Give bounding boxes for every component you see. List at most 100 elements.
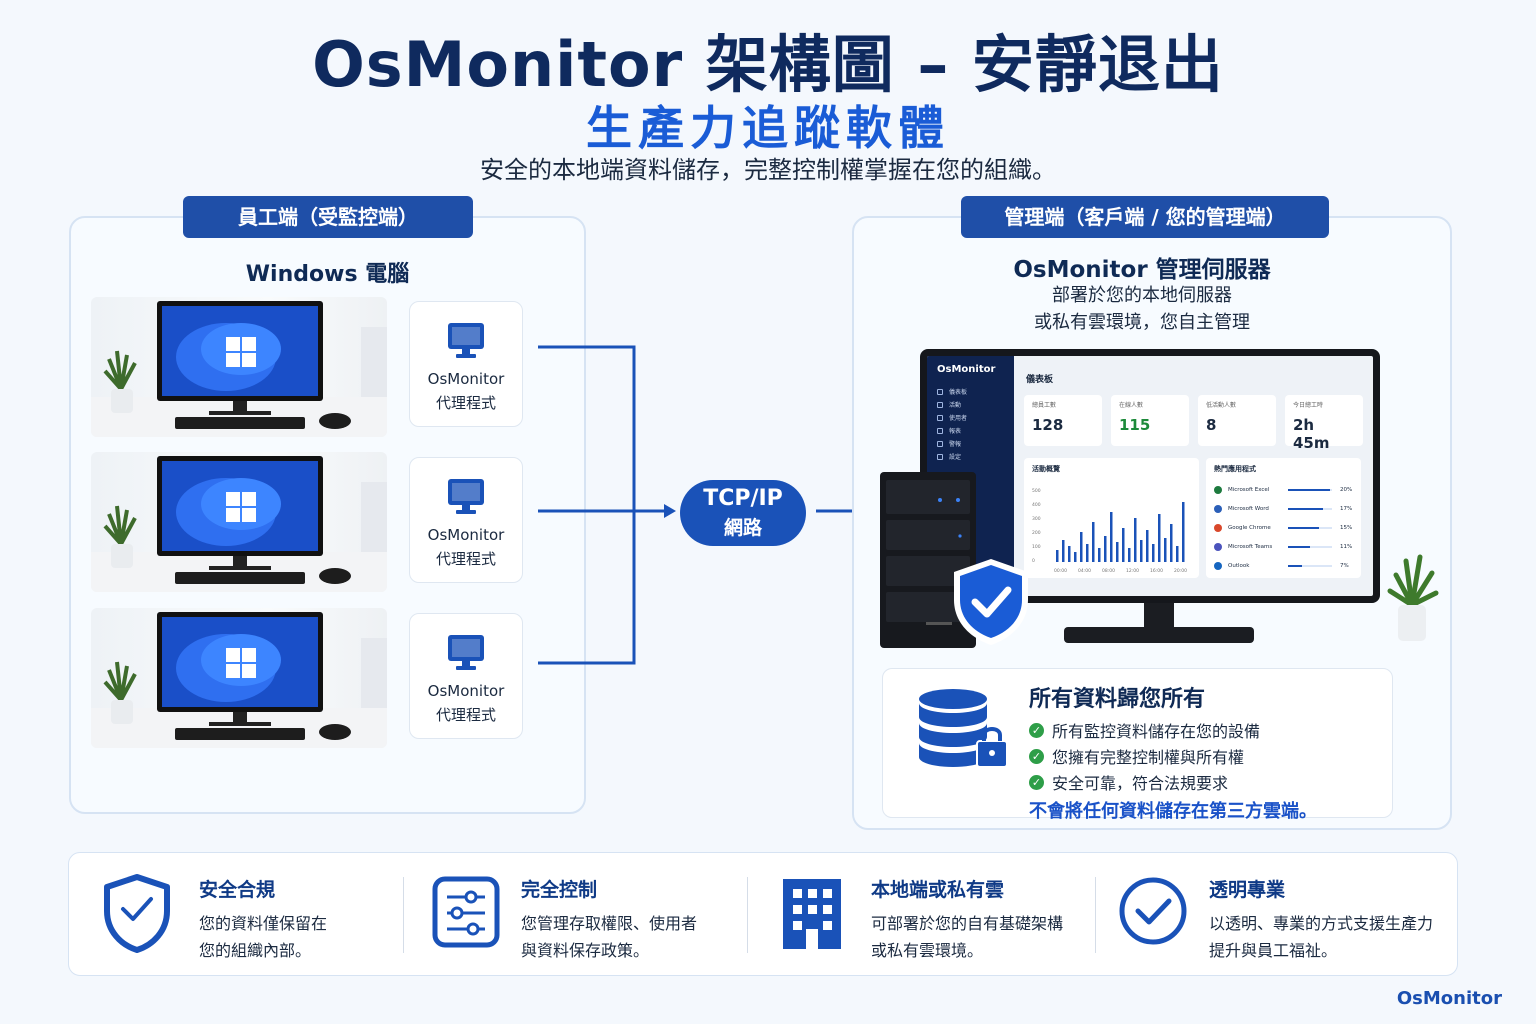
check-icon: ✓ <box>1029 723 1044 738</box>
app-name: Google Chrome <box>1228 525 1288 531</box>
network-label: 網路 <box>680 513 806 540</box>
activity-bar <box>1170 524 1173 562</box>
activity-bar <box>1164 538 1167 562</box>
pc-photo <box>91 608 387 748</box>
tcp-label: TCP/IP <box>680 486 806 511</box>
ownership-point: ✓您擁有完整控制權與所有權 <box>1029 743 1317 769</box>
apps-title: 熱門應用程式 <box>1214 464 1361 474</box>
menu-item[interactable]: 設定 <box>937 450 1014 463</box>
activity-bars: 500 400 300 200 100 0 00:00 04:00 08:00 … <box>1024 474 1199 578</box>
outlook-icon <box>1214 562 1222 570</box>
activity-bar <box>1086 544 1089 562</box>
app-pct: 11% <box>1340 544 1352 550</box>
activity-bar <box>1068 546 1071 562</box>
data-ownership-card: 所有資料歸您所有 ✓所有監控資料儲存在您的設備 ✓您擁有完整控制權與所有權 ✓安… <box>882 668 1393 818</box>
feature-divider <box>1095 877 1096 953</box>
app-usage-fill <box>1288 489 1330 491</box>
y-tick: 0 <box>1032 558 1035 564</box>
windows-pc-icon <box>91 452 387 592</box>
menu-label: 報表 <box>949 426 961 435</box>
feature-transparency <box>1117 875 1189 951</box>
x-tick: 12:00 <box>1126 568 1139 574</box>
activity-bar <box>1056 550 1059 562</box>
agent-card-1: OsMonitor 代理程式 <box>409 301 523 427</box>
menu-item[interactable]: 活動 <box>937 398 1014 411</box>
building-icon <box>777 877 847 951</box>
monitor-stand <box>1064 603 1254 645</box>
feature-divider <box>747 877 748 953</box>
menu-item[interactable]: 報表 <box>937 424 1014 437</box>
menu-item[interactable]: 使用者 <box>937 411 1014 424</box>
menu-icon <box>937 454 943 460</box>
dashboard-heading: 儀表板 <box>1026 372 1373 385</box>
app-usage-bar <box>1288 489 1332 491</box>
feature-title: 透明專業 <box>1209 875 1433 902</box>
point-text: 所有監控資料儲存在您的設備 <box>1052 718 1260 742</box>
app-pct: 15% <box>1340 525 1352 531</box>
activity-bar <box>1158 514 1161 562</box>
app-usage-bar <box>1288 527 1332 529</box>
y-tick: 500 <box>1032 488 1041 494</box>
windows-pc-icon <box>91 297 387 437</box>
activity-bar <box>1080 532 1083 562</box>
excel-icon <box>1214 486 1222 494</box>
activity-bar <box>1062 540 1065 562</box>
agent-name: OsMonitor <box>410 682 522 700</box>
feature-title: 安全合規 <box>199 875 327 902</box>
check-icon: ✓ <box>1029 749 1044 764</box>
app-usage-bar <box>1288 565 1332 567</box>
menu-item[interactable]: 儀表板 <box>937 385 1014 398</box>
shield-check-icon <box>950 556 1032 648</box>
connector-bracket <box>538 347 634 663</box>
shield-icon <box>101 873 173 953</box>
agent-card-2: OsMonitor 代理程式 <box>409 457 523 583</box>
menu-label: 活動 <box>949 400 961 409</box>
menu-icon <box>937 415 943 421</box>
activity-bar <box>1182 502 1185 562</box>
app-usage-fill <box>1288 527 1319 529</box>
feature-title: 完全控制 <box>521 875 697 902</box>
plant-icon <box>1382 545 1442 645</box>
menu-item[interactable]: 警報 <box>937 437 1014 450</box>
activity-bar <box>1128 548 1131 562</box>
check-icon: ✓ <box>1029 775 1044 790</box>
menu-icon <box>937 441 943 447</box>
employee-pill: 員工端（受監控端） <box>183 196 473 238</box>
ownership-points: ✓ 所有監控資料儲存在您的設備 ✓您擁有完整控制權與所有權 ✓ 安全可靠，符合法規要… <box>1029 717 1317 795</box>
footer-brand-logo: OsMonitor <box>1397 988 1502 1009</box>
chart-title: 活動概覽 <box>1032 464 1199 474</box>
ownership-point: ✓ 安全可靠，符合法規要求 <box>1029 769 1317 795</box>
arrow-head-left <box>664 504 676 518</box>
app-name: Microsoft Excel <box>1228 487 1288 493</box>
app-name: Microsoft Teams <box>1228 544 1288 550</box>
feature-desc-1: 可部署於您的自有基礎架構 <box>871 910 1063 937</box>
app-row: Google Chrome 15% <box>1214 518 1361 537</box>
chrome-icon <box>1214 524 1222 532</box>
y-tick: 300 <box>1032 516 1041 522</box>
activity-bar <box>1116 542 1119 562</box>
point-text: 安全可靠，符合法規要求 <box>1052 770 1228 794</box>
admin-pill: 管理端（客戶端 / 您的管理端） <box>961 196 1329 238</box>
feature-desc-2: 您的組織內部。 <box>199 937 327 964</box>
agent-sub: 代理程式 <box>410 704 522 725</box>
feature-desc-1: 以透明、專業的方式支援生產力 <box>1209 910 1433 937</box>
features-bar: 安全合規 您的資料僅保留在 您的組織內部。 完全控制 您管理存取權限、使用者 與… <box>68 852 1458 976</box>
database-lock-icon <box>915 687 1011 771</box>
activity-bar <box>1110 512 1113 562</box>
server-desc-1: 部署於您的本地伺服器 <box>852 282 1432 309</box>
menu-icon <box>937 428 943 434</box>
activity-bar <box>1146 530 1149 562</box>
menu-label: 設定 <box>949 452 961 461</box>
monitor-icon <box>444 318 488 362</box>
word-icon <box>1214 505 1222 513</box>
app-usage-fill <box>1288 508 1323 510</box>
activity-bar <box>1098 548 1101 562</box>
x-tick: 04:00 <box>1078 568 1091 574</box>
menu-icon <box>937 389 943 395</box>
agent-name: OsMonitor <box>410 370 522 388</box>
